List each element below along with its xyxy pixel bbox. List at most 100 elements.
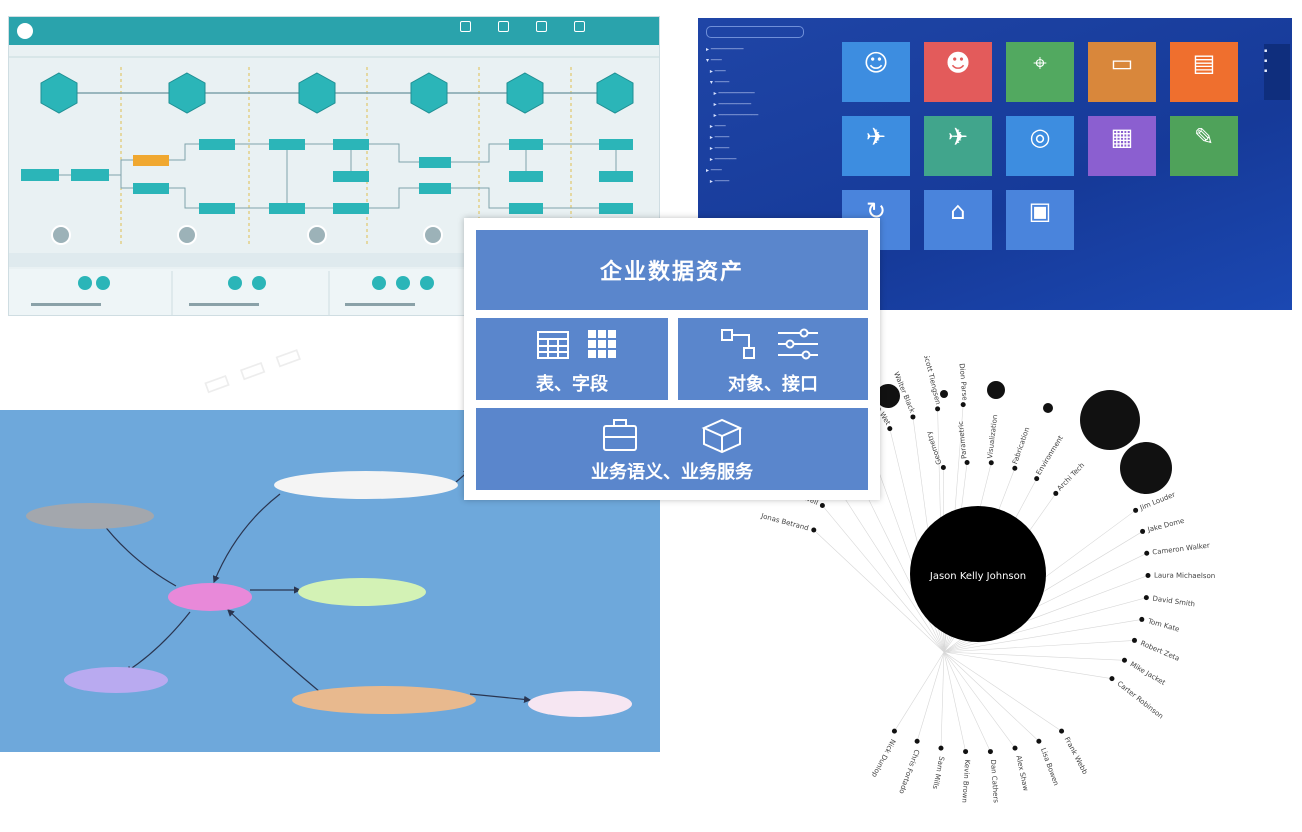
network-leaf-label: Robert Zeta bbox=[1139, 639, 1180, 663]
open-box-icon bbox=[701, 418, 743, 454]
category-tile[interactable]: ☻ bbox=[924, 42, 992, 102]
tools-icon: ✎ bbox=[1193, 123, 1215, 151]
network-leaf-label: Environment bbox=[1035, 434, 1065, 476]
network-leaf-node bbox=[887, 426, 893, 432]
network-leaf-label: Dion Parse bbox=[957, 363, 968, 401]
business-semantic-label: 业务语义、业务服务 bbox=[591, 462, 753, 483]
graph-node-license-type bbox=[298, 578, 426, 606]
network-bubble bbox=[1120, 442, 1172, 494]
network-leaf-node bbox=[1139, 616, 1145, 622]
home-icon bbox=[459, 21, 471, 32]
group-icon: ☺ bbox=[863, 49, 889, 77]
network-leaf-node bbox=[964, 460, 970, 466]
side-menu-item[interactable]: ▪ bbox=[1264, 68, 1268, 74]
grid-icon bbox=[588, 330, 616, 358]
graph-node-product-customer bbox=[292, 686, 476, 714]
tree-row[interactable]: ▸ ─── bbox=[706, 123, 726, 130]
network-leaf-label: Lisa Bowen bbox=[1039, 747, 1060, 787]
tree-row[interactable]: ▸ ─────────── bbox=[706, 112, 759, 119]
header-button-2[interactable] bbox=[485, 21, 521, 33]
card-title: 企业数据资产 bbox=[476, 230, 868, 310]
side-menu-item[interactable]: ▪ bbox=[1264, 58, 1268, 64]
network-leaf-label: Chris Fortado bbox=[897, 748, 920, 795]
flow-object-icon bbox=[721, 329, 755, 359]
entity-graph bbox=[26, 469, 632, 717]
category-tile[interactable]: ▣ bbox=[1006, 190, 1074, 250]
network-leaf-node bbox=[1034, 476, 1040, 482]
header-button-1[interactable] bbox=[447, 21, 483, 33]
network-link bbox=[943, 597, 1147, 653]
sliders-icon bbox=[778, 328, 818, 360]
network-link bbox=[834, 482, 945, 653]
network-link bbox=[916, 651, 945, 742]
graph-node-object bbox=[64, 667, 168, 693]
network-leaf-node bbox=[811, 527, 817, 533]
network-leaf-node bbox=[963, 749, 969, 755]
network-leaf-node bbox=[1059, 728, 1065, 734]
network-leaf-label: Jake Dome bbox=[1146, 517, 1185, 534]
category-tile[interactable]: ✈ bbox=[924, 116, 992, 176]
location-icon: ⌖ bbox=[1033, 49, 1047, 77]
tree-row[interactable]: ▸ ───────── bbox=[706, 46, 744, 53]
category-tile[interactable]: ▦ bbox=[1088, 116, 1156, 176]
category-tile[interactable]: ▭ bbox=[1088, 42, 1156, 102]
network-link bbox=[943, 651, 1125, 661]
category-tile[interactable]: ⌂ bbox=[924, 190, 992, 250]
entity-graph-panel bbox=[0, 410, 660, 752]
category-tile[interactable]: ◎ bbox=[1006, 116, 1074, 176]
header-button-3[interactable] bbox=[523, 21, 559, 33]
center-node-name: Jason Kelly Johnson bbox=[929, 571, 1026, 582]
network-bubble bbox=[1080, 390, 1140, 450]
table-field-block: 表、字段 bbox=[476, 318, 668, 400]
network-link bbox=[822, 505, 945, 653]
flow-panel-header bbox=[9, 17, 659, 45]
network-leaf-node bbox=[1133, 507, 1139, 513]
network-link bbox=[943, 651, 1062, 732]
network-leaf-node bbox=[987, 749, 993, 755]
tree-row[interactable]: ▸ ───────── bbox=[706, 101, 752, 108]
object-interface-block: 对象、接口 bbox=[678, 318, 868, 400]
tree-row[interactable]: ▸ ──── bbox=[706, 145, 730, 152]
network-leaf-label: Tom Kate bbox=[1146, 617, 1180, 634]
flow-hex-node-5 bbox=[506, 72, 544, 114]
boxes-icon: ▣ bbox=[1028, 197, 1052, 225]
tree-row[interactable]: ▾ ─── bbox=[706, 57, 722, 64]
monitor-icon: ▭ bbox=[1110, 49, 1134, 77]
network-leaf-node bbox=[1121, 657, 1127, 663]
network-leaf-node bbox=[1143, 595, 1149, 601]
network-leaf-label: Sam Mills bbox=[931, 756, 946, 791]
tree-row[interactable]: ▸ ────────── bbox=[706, 90, 755, 97]
network-leaf-node bbox=[1145, 572, 1151, 578]
network-leaf-node bbox=[1012, 745, 1018, 751]
table-field-label: 表、字段 bbox=[536, 374, 608, 395]
category-tile[interactable]: ☺ bbox=[842, 42, 910, 102]
category-tile[interactable]: ✈ bbox=[842, 116, 910, 176]
graph-node-product bbox=[168, 583, 252, 611]
network-link bbox=[940, 651, 945, 749]
side-menu-item[interactable]: ▪ bbox=[1264, 48, 1268, 54]
tree-row[interactable]: ▸ ──── bbox=[706, 134, 730, 141]
flow-hex-node-4 bbox=[410, 72, 448, 114]
category-tile[interactable]: ✎ bbox=[1170, 116, 1238, 176]
tree-search-input[interactable] bbox=[706, 26, 804, 38]
category-tile[interactable]: ⌖ bbox=[1006, 42, 1074, 102]
flow-hex-node-1 bbox=[40, 72, 78, 114]
network-link bbox=[943, 651, 966, 752]
tree-row[interactable]: ▾ ──── bbox=[706, 79, 730, 86]
monitor-icon bbox=[573, 21, 585, 32]
tree-row[interactable]: ▸ ─── bbox=[706, 167, 722, 174]
network-leaf-label: Fabrication bbox=[1011, 426, 1031, 465]
category-tile[interactable]: ▤ bbox=[1170, 42, 1238, 102]
business-semantic-block: 业务语义、业务服务 bbox=[476, 408, 868, 490]
tree-row[interactable]: ▸ ────── bbox=[706, 156, 737, 163]
network-leaf-node bbox=[1012, 465, 1018, 471]
network-leaf-node bbox=[910, 414, 916, 420]
header-button-4[interactable] bbox=[561, 21, 597, 33]
network-leaf-node bbox=[1109, 676, 1115, 682]
network-leaf-node bbox=[1053, 490, 1059, 496]
network-leaf-node bbox=[988, 460, 994, 466]
tree-row[interactable]: ▸ ─── bbox=[706, 68, 726, 75]
graph-edge bbox=[469, 693, 532, 703]
side-menu[interactable]: ▪ ▪ ▪ bbox=[1264, 44, 1290, 100]
tree-row[interactable]: ▸ ──── bbox=[706, 178, 730, 185]
